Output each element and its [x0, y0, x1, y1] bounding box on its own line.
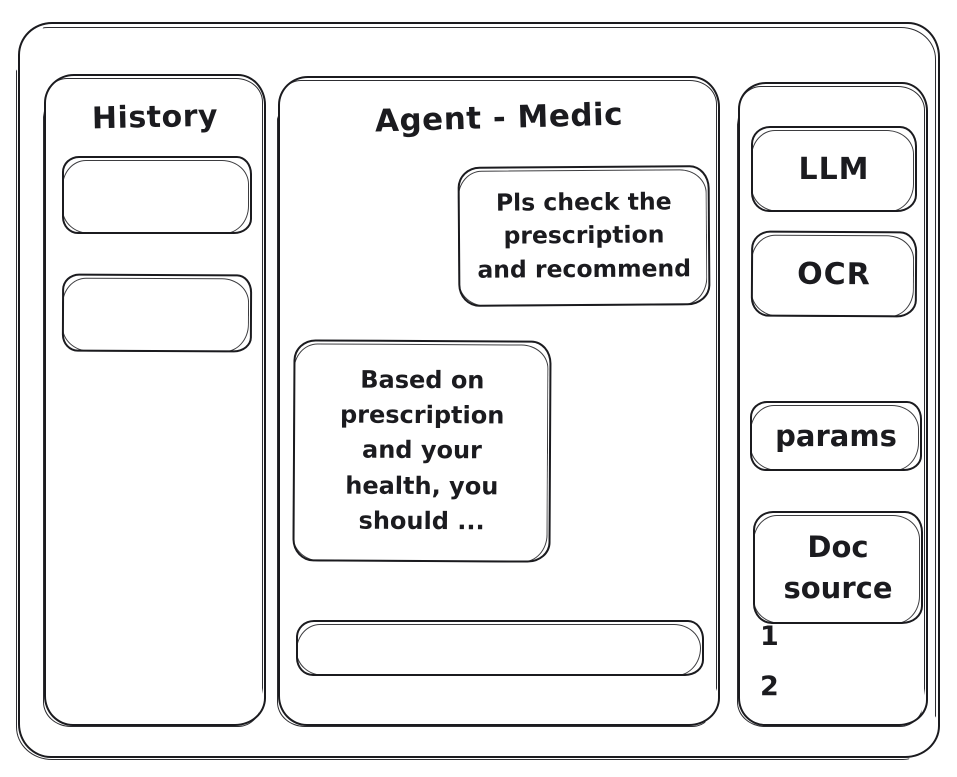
chat-message-user: Pls check the prescription and recommend [457, 165, 711, 307]
history-item[interactable] [62, 156, 252, 234]
chat-message-assistant: Based on prescription and your health, y… [292, 339, 552, 563]
history-sidebar: History [44, 74, 266, 726]
doc-source-label: Doc source [783, 529, 893, 605]
chat-message-user-text: Pls check the prescription and recommend [477, 187, 692, 284]
chat-message-assistant-text: Based on prescription and your health, y… [339, 366, 505, 535]
app-window-frame: History Agent - Medic Pls check the pres… [18, 22, 940, 758]
tool-button-llm[interactable]: LLM [751, 126, 917, 212]
doc-source-panel[interactable]: Doc source [753, 511, 923, 624]
doc-source-entry[interactable]: 2 [760, 671, 779, 702]
doc-source-entry[interactable]: 1 [760, 621, 779, 652]
history-item[interactable] [61, 273, 253, 353]
agent-chat-panel: Agent - Medic Pls check the prescription… [278, 76, 720, 726]
message-input[interactable] [296, 620, 704, 676]
agent-title: Agent - Medic [374, 96, 624, 140]
history-title: History [91, 98, 219, 137]
tool-button-params[interactable]: params [750, 401, 922, 471]
tools-sidebar: LLM OCR params Doc source 1 2 [738, 82, 928, 726]
tool-button-ocr[interactable]: OCR [750, 230, 918, 318]
